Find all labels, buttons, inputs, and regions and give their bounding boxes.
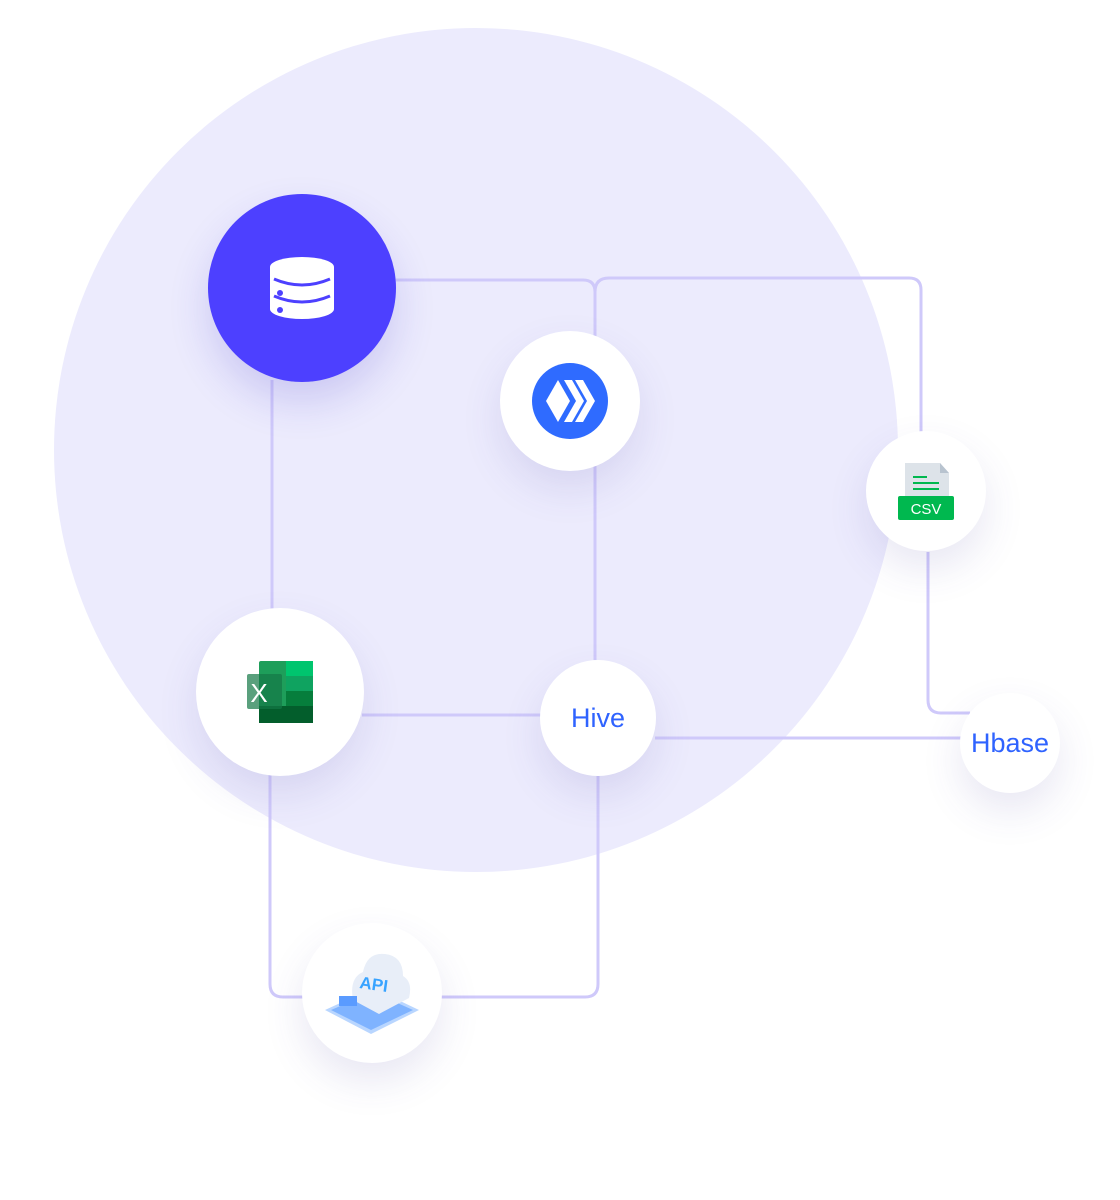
line-db-to-csv	[593, 276, 923, 432]
excel-label: X	[250, 678, 267, 708]
api-cloud-icon: API	[325, 953, 419, 1034]
database-icon	[270, 257, 334, 319]
api-label: API	[358, 973, 389, 996]
line-excel-to-api	[268, 775, 304, 999]
hbase-node[interactable]: Hbase	[960, 693, 1060, 793]
hive-logo-icon	[532, 363, 608, 439]
api-node[interactable]: API	[302, 923, 442, 1063]
csv-file-icon: CSV	[898, 463, 954, 520]
line-api-to-hive	[441, 776, 600, 999]
excel-node[interactable]: X	[196, 608, 364, 776]
hbase-label: Hbase	[970, 727, 1050, 758]
background-circle	[54, 28, 898, 872]
hive-logo-node[interactable]	[500, 331, 640, 471]
csv-label: CSV	[911, 501, 942, 518]
excel-icon: X	[247, 661, 313, 723]
line-csv-to-hbase	[926, 552, 970, 715]
hive-node[interactable]: Hive	[540, 660, 656, 776]
hive-label: Hive	[570, 702, 625, 733]
csv-node[interactable]: CSV	[866, 431, 986, 551]
database-node[interactable]	[208, 194, 396, 382]
